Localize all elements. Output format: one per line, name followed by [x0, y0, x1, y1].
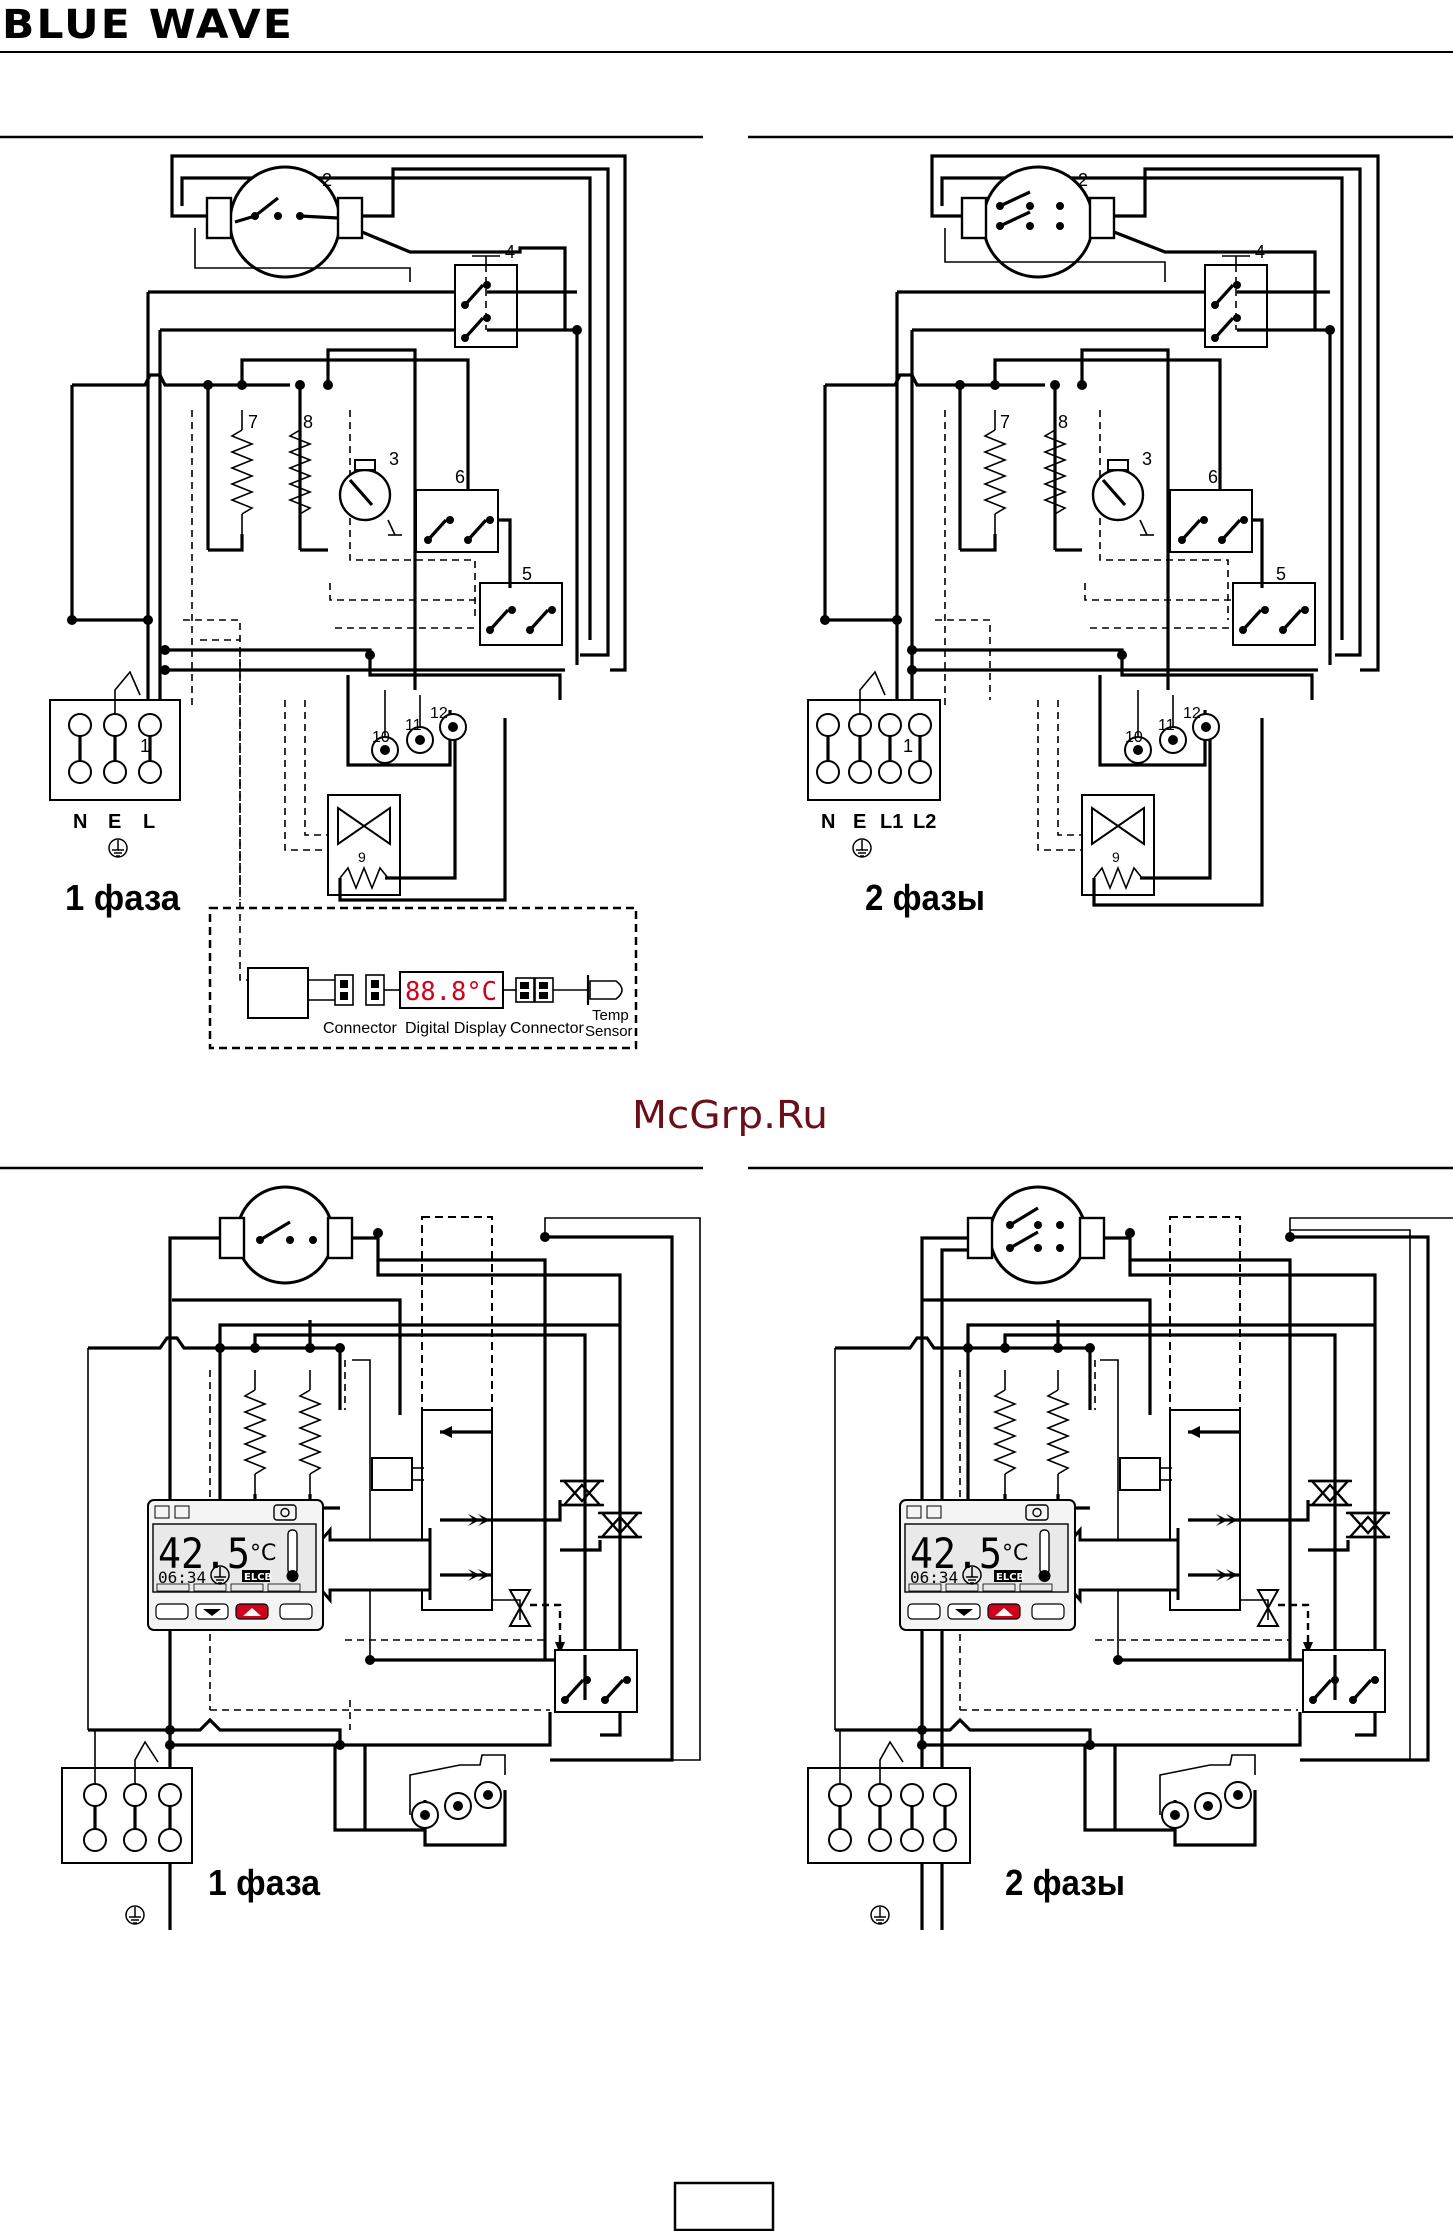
watermark: McGrp.Ru: [632, 1093, 828, 1137]
heater-8-2phase: 8: [1045, 410, 1082, 550]
component-6-number: 6: [455, 467, 465, 487]
module-label-temp: Temp: [592, 1007, 629, 1024]
heater-7-electronic-2p: [995, 1370, 1015, 1494]
terminal-labels-2phase: N E L1 L2: [821, 811, 936, 857]
component-9-number: 9: [358, 849, 366, 865]
component-5-number-2p: 5: [1276, 564, 1286, 584]
component-1-number: 1: [140, 736, 150, 756]
component-8-number: 8: [303, 412, 313, 432]
earth-icon-electronic-2p: [871, 1906, 889, 1924]
terminal-labels: N E L: [73, 811, 155, 857]
probes-10-11-12-2phase: 10 11 12: [1100, 675, 1219, 765]
triac-1: [560, 1481, 604, 1505]
component-2-number: 2: [322, 170, 332, 190]
lcd-time: 06:34: [158, 1568, 206, 1587]
switch-block-electronic-2p: [1303, 1650, 1385, 1712]
component-7-number: 7: [248, 412, 258, 432]
rotary-switch-electronic-2p: [968, 1187, 1104, 1283]
phase-label-bottom-left: 1 фаза: [208, 1862, 321, 1903]
module-label-connector-1: Connector: [323, 1020, 397, 1037]
header: BLUE WAVE: [0, 2, 1453, 52]
component-2-number-2p: 2: [1078, 170, 1088, 190]
terminal-block-electronic-2p: [808, 1730, 970, 1863]
rotary-switch-2: 2: [207, 167, 362, 277]
diagram-2-phase-mechanical: 2 4 7: [808, 156, 1378, 918]
lcd-elcb-badge: ELCB: [244, 1572, 272, 1583]
brand-logo: BLUE WAVE: [2, 2, 294, 48]
phase-label-top-left: 1 фаза: [65, 877, 181, 918]
heater-7: 7: [208, 410, 258, 550]
component-12-number-2p: 12: [1183, 705, 1201, 722]
switch-5: 5: [480, 564, 562, 645]
terminal-l2-label: L2: [913, 811, 936, 833]
terminal-l-label: L: [143, 811, 155, 833]
lcd-control-panel-2p: 42.5 °C 06:34 ELCB: [900, 1500, 1178, 1630]
display-reading: 88.8°C: [405, 977, 497, 1007]
component-12-number: 12: [430, 705, 448, 722]
terminal-n-label-2p: N: [821, 811, 835, 833]
module-label-connector-2: Connector: [510, 1020, 584, 1037]
rotary-switch-electronic: [220, 1187, 352, 1283]
terminal-block-1-2phase: 1: [808, 672, 940, 800]
lcd-unit: °C: [250, 1541, 276, 1566]
switch-6: 6: [416, 467, 498, 552]
diagram-1-phase-mechanical: 2 4: [50, 156, 636, 1048]
diagram-2-phase-electronic: 42.5 °C 06:34 ELCB: [808, 1187, 1453, 1930]
lcd-control-panel: 42.5 °C 06:34 ELCB: [148, 1500, 430, 1630]
component-4-number-2p: 4: [1255, 242, 1265, 262]
component-11-number-2p: 11: [1158, 717, 1175, 734]
heater-7-electronic: [245, 1370, 265, 1494]
thermostat-3-2phase: 3: [1093, 449, 1154, 535]
page-number-box: [675, 2183, 773, 2230]
heater-7-2phase: 7: [960, 410, 1010, 550]
component-3-number: 3: [389, 449, 399, 469]
switch-5-2phase: 5: [1233, 564, 1315, 645]
component-6-number-2p: 6: [1208, 467, 1218, 487]
probes-10-11-12: 10 11 12: [348, 675, 466, 765]
component-10-number-2p: 10: [1125, 729, 1143, 746]
component-1-number-2p: 1: [903, 736, 913, 756]
lcd-unit-2p: °C: [1002, 1541, 1028, 1566]
triac-1-2p: [1308, 1481, 1352, 1505]
earth-icon: [109, 839, 127, 857]
terminal-e-label: E: [108, 811, 121, 833]
component-9-number-2p: 9: [1112, 849, 1120, 865]
digital-display-module: 88.8°C Connector Digital Display Connect…: [210, 650, 636, 1048]
phase-label-top-right: 2 фазы: [865, 877, 985, 918]
component-11-number: 11: [405, 717, 422, 734]
rotary-switch-2-2phase: 2: [962, 167, 1114, 277]
lcd-elcb-badge-2p: ELCB: [996, 1572, 1024, 1583]
lcd-time-2p: 06:34: [910, 1568, 958, 1587]
switch-6-2phase: 6: [1170, 467, 1252, 552]
earth-icon-electronic: [126, 1906, 144, 1924]
diagram-1-phase-electronic: 42.5 °C 06:34 ELCB: [62, 1187, 700, 1930]
module-label-sensor: Sensor: [585, 1023, 633, 1040]
component-8-number-2p: 8: [1058, 412, 1068, 432]
triac-2-2p: [1346, 1513, 1390, 1537]
component-5-number: 5: [522, 564, 532, 584]
phase-label-bottom-right: 2 фазы: [1005, 1862, 1125, 1903]
component-3-number-2p: 3: [1142, 449, 1152, 469]
component-10-number: 10: [372, 729, 390, 746]
component-7-number-2p: 7: [1000, 412, 1010, 432]
terminal-l1-label: L1: [880, 811, 903, 833]
earth-icon-2p: [853, 839, 871, 857]
heater-8: 8: [290, 410, 328, 550]
terminal-block-electronic: [62, 1730, 192, 1863]
module-label-digital-display: Digital Display: [405, 1020, 506, 1037]
terminal-n-label: N: [73, 811, 87, 833]
terminal-e-label-2p: E: [853, 811, 866, 833]
component-4-number: 4: [505, 242, 515, 262]
heater-8-electronic: [300, 1370, 320, 1494]
heater-8-electronic-2p: [1048, 1370, 1068, 1494]
switch-block-electronic: [555, 1650, 637, 1712]
